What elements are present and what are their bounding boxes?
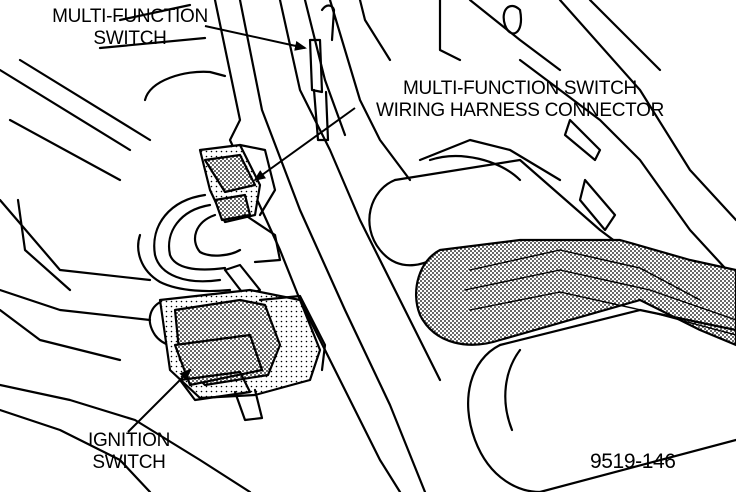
- steering-shaft-housing: [467, 308, 736, 492]
- label-ignition-line2: SWITCH: [92, 452, 166, 473]
- dash-panel-upper: [0, 3, 227, 182]
- multi-function-switch-lever: [308, 4, 336, 142]
- label-multi-function-switch: MULTI-FUNCTION SWITCH: [40, 6, 220, 50]
- label-mfs-line2: SWITCH: [93, 28, 167, 49]
- label-harness-line1: MULTI-FUNCTION SWITCH: [403, 78, 637, 99]
- label-mfs-line1: MULTI-FUNCTION: [52, 6, 208, 27]
- wiring-bundle: [137, 193, 282, 350]
- label-ignition-line1: IGNITION: [87, 430, 171, 451]
- leader-harness: [253, 107, 356, 182]
- label-ignition-switch: IGNITION SWITCH: [54, 430, 204, 474]
- leader-ignition: [127, 368, 192, 433]
- figure-number: 9519-146: [590, 450, 676, 473]
- wiring-harness-connector: [198, 143, 277, 224]
- steering-collar: [415, 238, 736, 347]
- dash-panel-lower: [0, 198, 252, 492]
- steering-column-shroud: [213, 0, 736, 492]
- label-harness-line2: WIRING HARNESS CONNECTOR: [375, 100, 665, 121]
- leader-mfs: [204, 25, 307, 51]
- label-wiring-harness-connector: MULTI-FUNCTION SWITCH WIRING HARNESS CON…: [355, 78, 685, 122]
- ignition-switch-connector: [158, 288, 327, 422]
